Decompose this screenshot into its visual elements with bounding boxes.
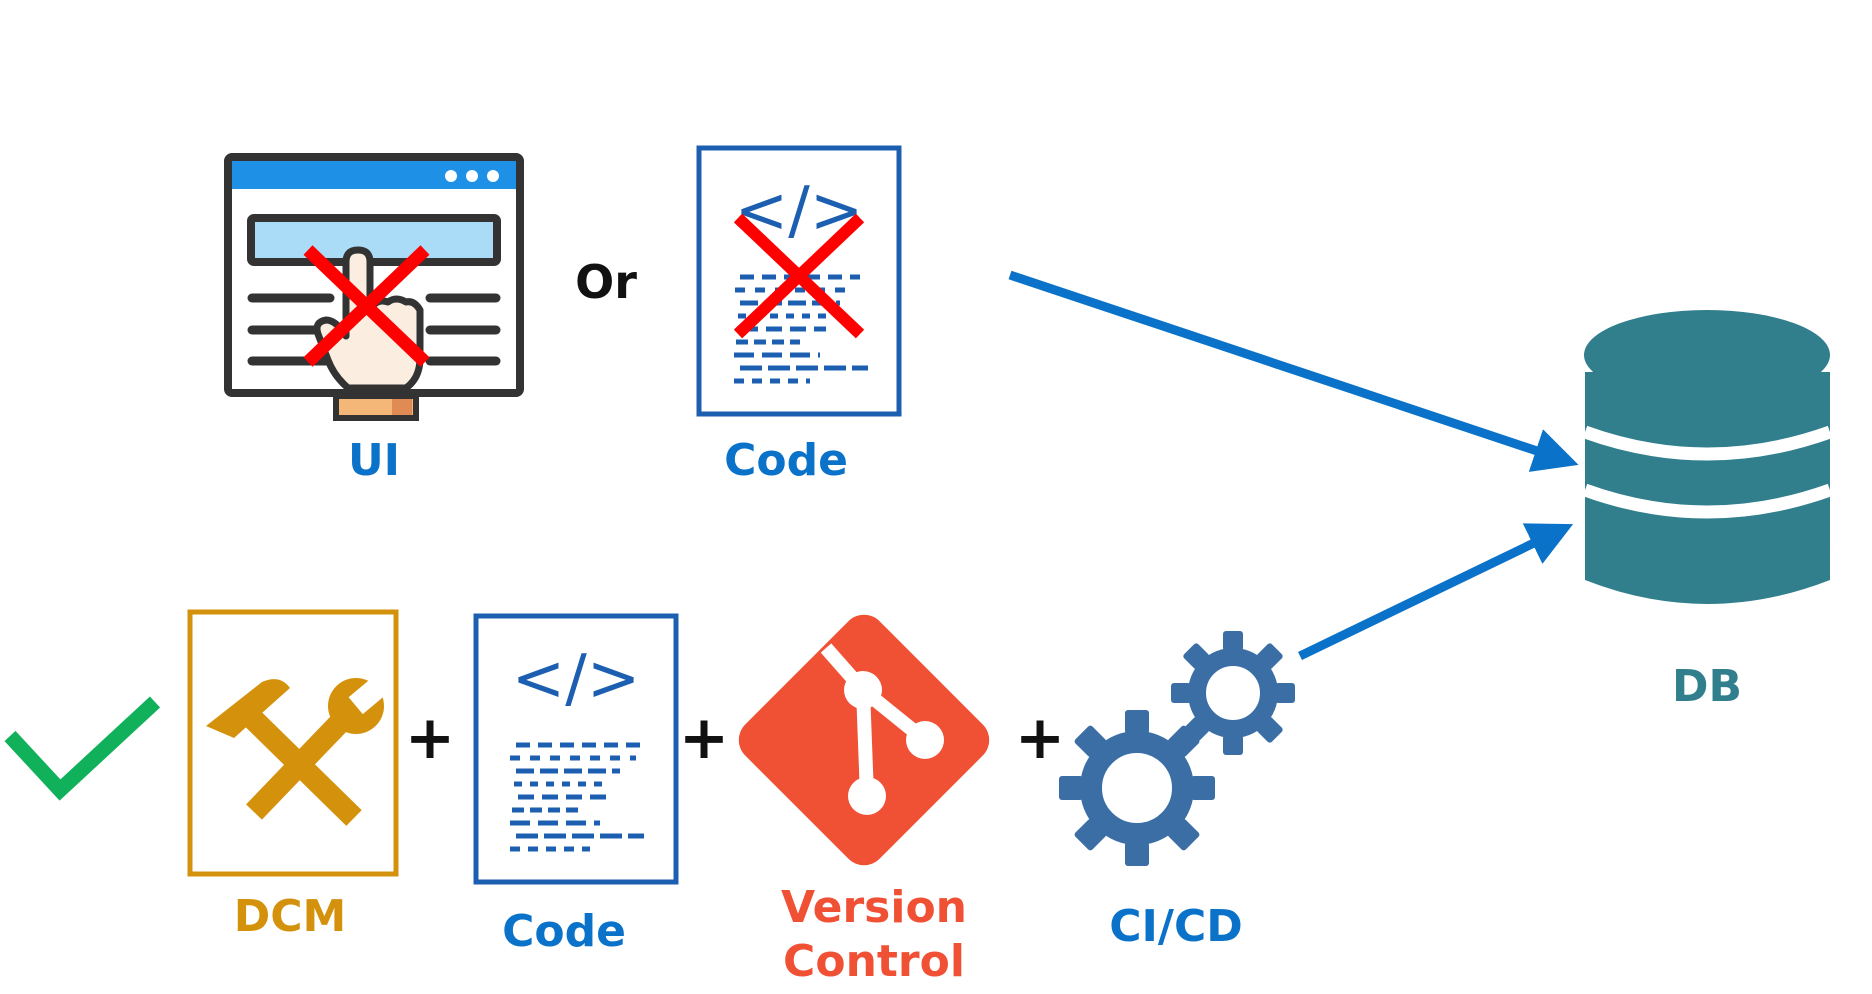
arrow-icon-bottom (1298, 523, 1574, 661)
cross-icon (303, 245, 430, 367)
arrow-icon-top (1008, 270, 1579, 472)
database-icon (1582, 310, 1833, 604)
gear-large (1059, 710, 1215, 866)
check-icon (4, 696, 161, 801)
git-icon (738, 614, 990, 866)
hand-pointer-icon (313, 246, 424, 421)
cicd-label: CI/CD (1109, 901, 1243, 952)
or-label: Or (575, 255, 637, 309)
gear-small (1171, 631, 1295, 755)
ui-label: UI (348, 435, 400, 486)
browser-ui-icon (224, 153, 524, 397)
tools-icon (187, 609, 399, 877)
db-label: DB (1672, 661, 1742, 712)
plus-2: + (679, 703, 729, 773)
version-control-label-line1: Version (781, 882, 967, 933)
svg-text:</>: </> (512, 642, 641, 716)
code-label-bottom: Code (502, 906, 626, 957)
code-file-icon: </> (696, 145, 902, 417)
dcm-label: DCM (234, 891, 347, 942)
plus-3: + (1015, 703, 1065, 773)
code-file-icon-bottom: </> (473, 613, 679, 885)
version-control-label-line2: Control (783, 936, 965, 987)
code-label-top: Code (724, 435, 848, 486)
plus-1: + (405, 703, 455, 773)
gears-icon (1059, 631, 1295, 866)
